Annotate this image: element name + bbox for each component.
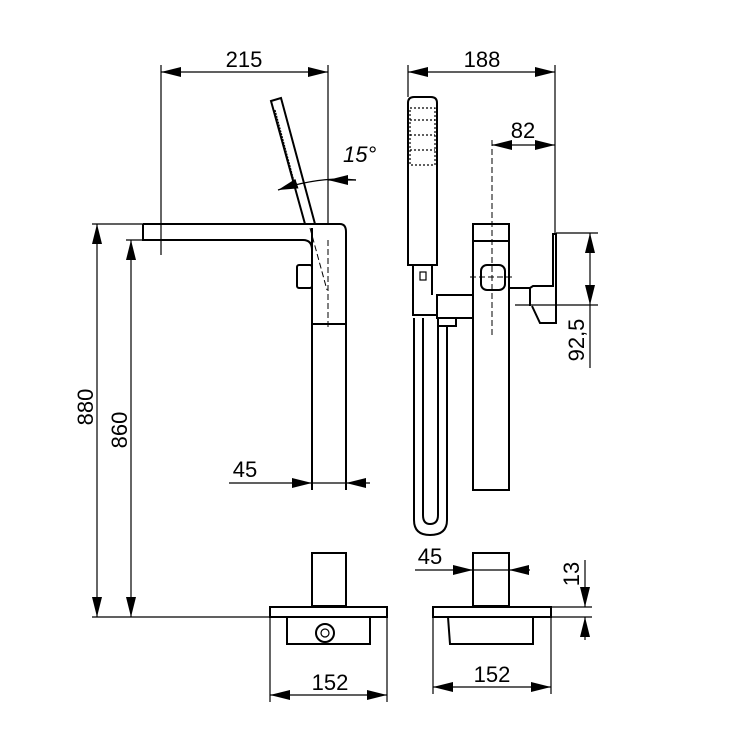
front-view: 188 82 92,5 45 13 152 (407, 47, 598, 694)
mixer-lever (509, 233, 557, 324)
dim-width-188: 188 (464, 47, 501, 72)
hose (413, 318, 448, 537)
spout (142, 223, 347, 251)
shower-bracket (436, 294, 474, 319)
dim-lever-82: 82 (511, 118, 535, 143)
dim-width-215: 215 (226, 47, 263, 72)
inlet-connector (315, 623, 335, 643)
column-front-upper (472, 223, 510, 491)
hand-shower-side (269, 96, 317, 225)
side-view: 215 15° 880 860 45 152 (73, 47, 388, 702)
dim-base-152: 152 (312, 670, 349, 695)
dim-lever-92-5: 92,5 (564, 319, 589, 362)
dim-column-45: 45 (233, 457, 257, 482)
base-plate-front (432, 606, 552, 618)
dim-base-front-152: 152 (474, 662, 511, 687)
base-box-front (447, 616, 534, 645)
column-upper (311, 228, 347, 490)
dim-base-13: 13 (559, 562, 584, 586)
column-lower (311, 552, 347, 607)
dim-height-860: 860 (107, 412, 132, 449)
base-box (286, 617, 371, 645)
base-plate (269, 606, 388, 618)
column-front-lower (472, 552, 510, 607)
hand-shower-front (407, 96, 438, 266)
dim-angle: 15° (343, 142, 376, 167)
dim-height-880: 880 (73, 389, 98, 426)
side-knob (296, 264, 313, 289)
dim-column-front-45: 45 (418, 544, 442, 569)
